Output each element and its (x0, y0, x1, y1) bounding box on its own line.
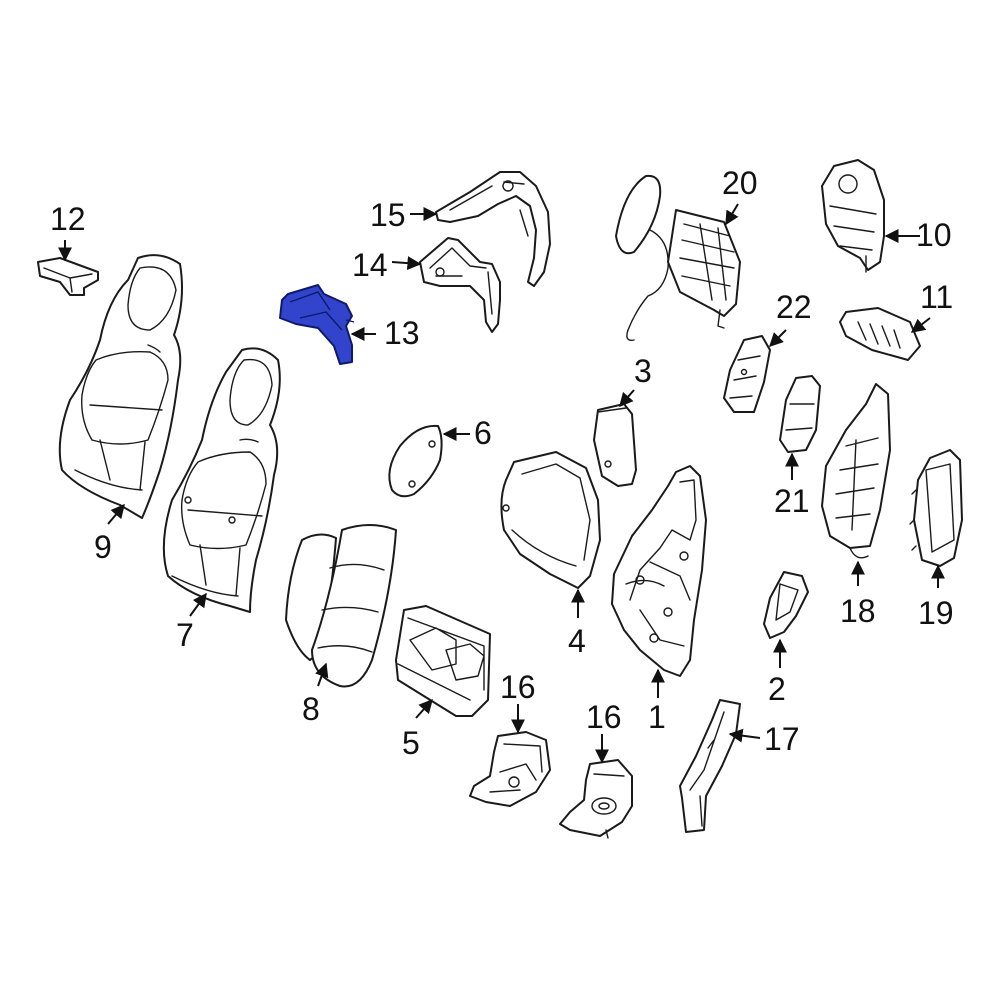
part-8-cushion-pads[interactable] (285, 524, 397, 688)
part-6-oval-pad[interactable] (388, 424, 443, 498)
callout-15[interactable]: 15 (370, 197, 406, 233)
callout-17[interactable]: 17 (764, 721, 800, 757)
part-5-lower-trim[interactable] (395, 605, 491, 717)
part-2-cap[interactable] (763, 571, 809, 639)
callout-7[interactable]: 7 (176, 617, 194, 653)
callout-6[interactable]: 6 (474, 415, 492, 451)
callout-13[interactable]: 13 (384, 315, 420, 351)
callout-8[interactable]: 8 (302, 691, 320, 727)
part-15-frame[interactable] (435, 171, 551, 287)
callout-11[interactable]: 11 (920, 279, 953, 315)
part-9-seat-back-cover[interactable] (58, 254, 183, 519)
part-14-bracket[interactable] (419, 237, 501, 333)
part-7-seat-back[interactable] (162, 347, 281, 613)
callout-21[interactable]: 21 (774, 483, 810, 519)
callout-9[interactable]: 9 (94, 529, 112, 565)
callout-5[interactable]: 5 (402, 725, 420, 761)
callout-labels: 12 9 7 8 5 6 13 14 15 4 3 1 2 16 16 17 1… (50, 165, 954, 761)
part-3-small-cover[interactable] (593, 403, 637, 487)
part-20-backrest-module[interactable] (615, 174, 741, 341)
callout-3[interactable]: 3 (634, 353, 652, 389)
part-18-side-trim[interactable] (821, 383, 891, 559)
callout-19[interactable]: 19 (918, 595, 954, 631)
part-12-bracket[interactable] (37, 257, 99, 296)
callout-10[interactable]: 10 (916, 217, 952, 253)
callout-16-left[interactable]: 16 (500, 669, 536, 705)
highlighted-part (279, 284, 353, 365)
part-22-bracket[interactable] (723, 335, 771, 413)
part-13-support-bracket[interactable] (279, 284, 355, 365)
callout-14[interactable]: 14 (352, 247, 388, 283)
callout-12[interactable]: 12 (50, 201, 86, 237)
part-4-side-shell[interactable] (500, 451, 601, 589)
part-1-seat-frame[interactable] (611, 465, 707, 677)
callout-leaders (58, 203, 945, 764)
callout-2[interactable]: 2 (768, 671, 786, 707)
callout-22[interactable]: 22 (776, 289, 812, 325)
part-19-switch-panel[interactable] (909, 449, 963, 567)
part-16-mount-right[interactable] (559, 759, 633, 839)
part-16-mount-left[interactable] (469, 731, 551, 807)
part-10-module[interactable] (821, 159, 885, 273)
callout-18[interactable]: 18 (840, 593, 876, 629)
part-17-strut[interactable] (679, 699, 741, 833)
callout-1[interactable]: 1 (648, 699, 666, 735)
part-11-switch-housing[interactable] (839, 307, 921, 361)
callout-4[interactable]: 4 (568, 623, 586, 659)
part-21-side-panel[interactable] (779, 375, 821, 453)
callout-16-right[interactable]: 16 (586, 699, 622, 735)
callout-20[interactable]: 20 (722, 165, 758, 201)
